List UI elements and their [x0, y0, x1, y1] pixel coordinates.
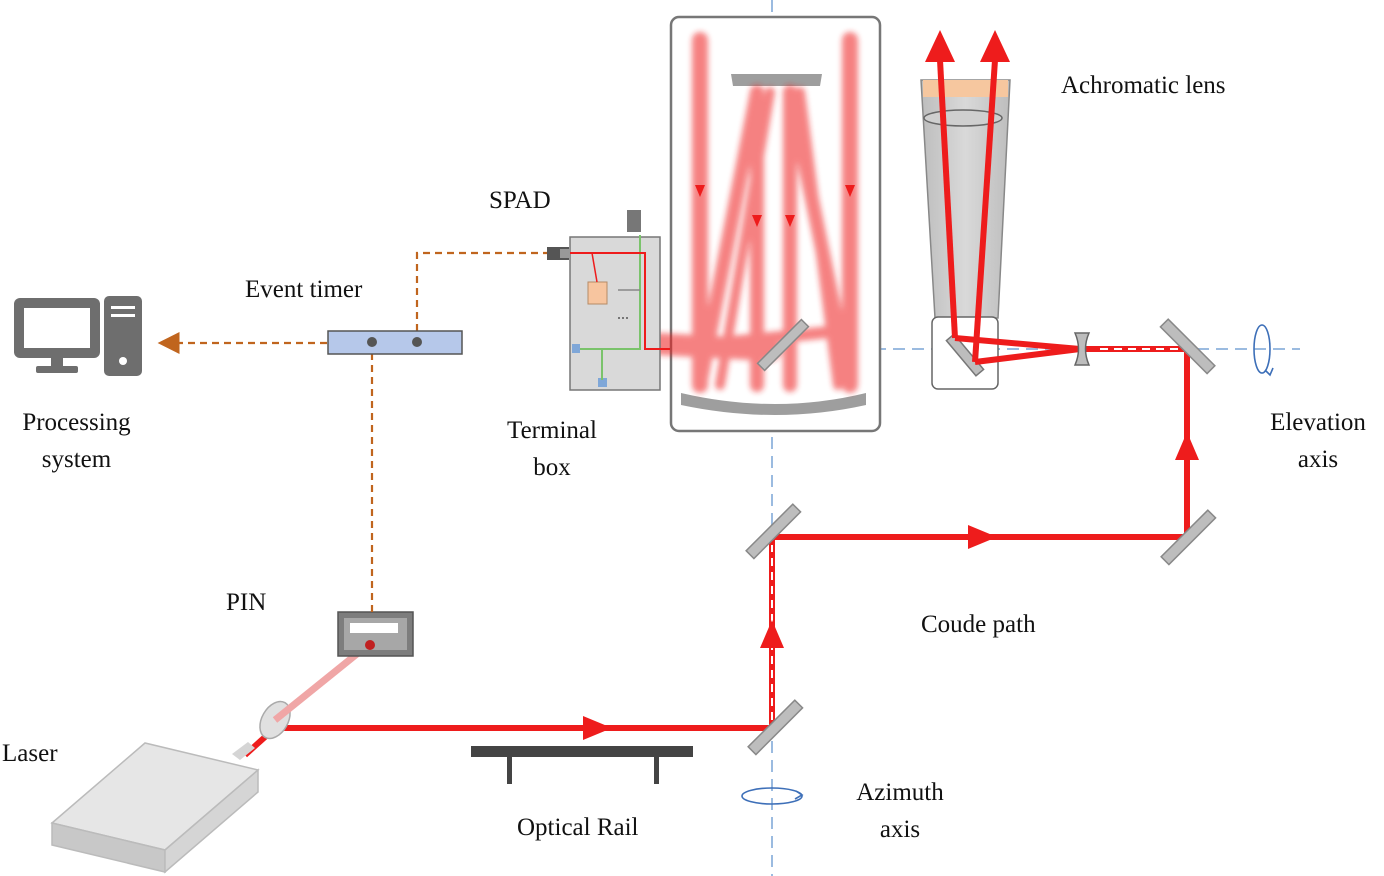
azimuth-label-line2: axis	[879, 816, 921, 843]
mirror-coude-lower-right	[1160, 509, 1217, 566]
processing-system-label: Processing system	[4, 410, 149, 472]
pin-label: PIN	[226, 589, 267, 616]
terminal-box-label: Terminal box	[489, 418, 615, 480]
azimuth-axis-label: Azimuth axis	[840, 780, 960, 842]
spad-label: SPAD	[489, 187, 551, 214]
secondary-mirror	[731, 74, 822, 86]
elevation-label-line1: Elevation	[1270, 409, 1366, 436]
event-timer-box	[327, 330, 463, 355]
pin-detector	[337, 611, 414, 657]
achromatic-lens-label: Achromatic lens	[1061, 72, 1226, 99]
mirror-coude-upper-left	[745, 503, 802, 560]
elevation-label-line2: axis	[1297, 446, 1339, 473]
beam-arrows	[583, 30, 1199, 740]
coude-path-label: Coude path	[921, 611, 1036, 638]
laser-device	[50, 742, 260, 874]
processing-label-line2: system	[41, 446, 112, 473]
coude-mirrors	[745, 318, 1217, 756]
terminal-box	[547, 210, 670, 391]
diverging-lens	[1073, 332, 1091, 366]
telescope-beam-arrows	[695, 185, 855, 227]
processing-label-line1: Processing	[22, 409, 131, 436]
primary-mirror	[681, 393, 866, 415]
azimuth-label-line1: Azimuth	[856, 779, 944, 806]
pin-sample-beam	[272, 642, 371, 723]
laser-label: Laser	[2, 740, 58, 767]
elevation-axis-label: Elevation axis	[1255, 410, 1381, 472]
lens-fold-mirror	[945, 333, 985, 377]
signal-wires	[157, 251, 547, 612]
optical-rail	[471, 746, 693, 784]
azimuth-rotation-icon	[741, 787, 804, 805]
mirror-azimuth	[747, 699, 804, 756]
telescope-fold-mirror	[756, 318, 810, 372]
terminal-label-line1: Terminal	[507, 417, 597, 444]
optical-rail-label: Optical Rail	[517, 814, 639, 841]
event-timer-label: Event timer	[245, 276, 363, 303]
computer-icon	[14, 296, 142, 376]
terminal-label-line2: box	[533, 454, 571, 481]
mirror-elevation	[1159, 318, 1216, 375]
elevation-rotation-icon	[1253, 324, 1274, 377]
telescope-beams	[629, 32, 858, 393]
